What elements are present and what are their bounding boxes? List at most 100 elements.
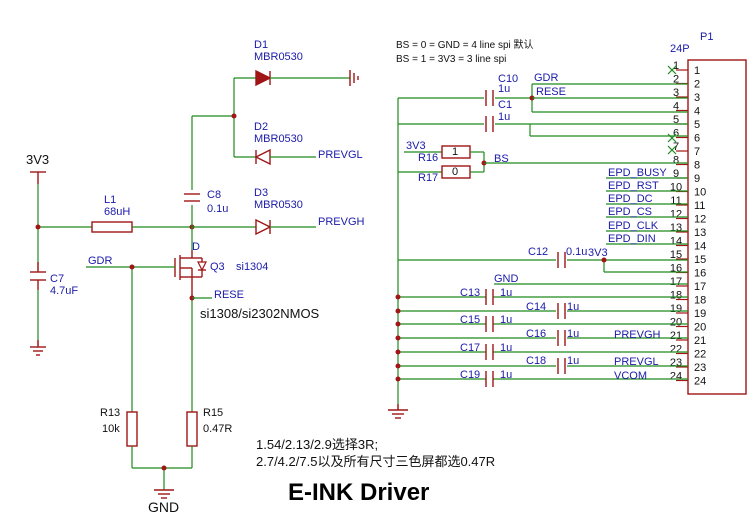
epd-cs-net-label: EPD_CS xyxy=(608,206,652,218)
d2-ref: D2 xyxy=(254,121,268,133)
diode-d3 xyxy=(255,218,272,236)
c10-value: 1u xyxy=(498,83,510,95)
connector-pin-number: 24 xyxy=(670,371,682,383)
bs-note-2: BS = 1 = 3V3 = 3 line spi xyxy=(396,54,506,65)
q3-alt-part: si1308/si2302NMOS xyxy=(200,306,320,321)
r15-ref: R15 xyxy=(203,407,223,419)
gdr-net-label-left: GDR xyxy=(88,255,113,267)
connector-pin-number: 10 xyxy=(670,182,682,194)
junction xyxy=(395,294,401,300)
q3-d-pin-label: D xyxy=(192,241,200,253)
c18-value: 1u xyxy=(567,355,579,367)
junction xyxy=(395,335,401,341)
l1-ref: L1 xyxy=(104,194,116,206)
c19-ref: C19 xyxy=(460,369,480,381)
gnd-net-label: GND xyxy=(494,273,519,285)
capacitor-c7 xyxy=(30,262,46,290)
p1-ref: P1 xyxy=(700,31,713,43)
resistor-r13 xyxy=(126,411,138,447)
c12-ref: C12 xyxy=(528,246,548,258)
connector-pin-label: 18 xyxy=(694,295,706,307)
connector-pin-label: 21 xyxy=(694,335,706,347)
prevgl-net-label-right: PREVGL xyxy=(614,356,659,368)
connector-pin-number: 14 xyxy=(670,236,682,248)
junction xyxy=(161,465,167,471)
r16-ref: R16 xyxy=(418,152,438,164)
epd-dc-net-label: EPD_DC xyxy=(608,193,653,205)
r13-value: 10k xyxy=(102,423,120,435)
gnd-symbol xyxy=(30,340,46,356)
l1-value: 68uH xyxy=(104,206,130,218)
connector-pin-label: 15 xyxy=(694,254,706,266)
c13-ref: C13 xyxy=(460,287,480,299)
right-capacitor-column xyxy=(395,303,688,374)
junction xyxy=(395,321,401,327)
no-connect-markers xyxy=(667,65,677,155)
c16-value: 1u xyxy=(567,328,579,340)
bs-net-label: BS xyxy=(494,153,509,165)
junction xyxy=(231,113,237,119)
c8-ref: C8 xyxy=(207,189,221,201)
connector-pin-label: 5 xyxy=(694,119,700,131)
connector-pin-label: 6 xyxy=(694,133,700,145)
p1-value: 24P xyxy=(670,43,690,55)
diagram-title: E-INK Driver xyxy=(288,479,429,506)
junction xyxy=(601,257,607,263)
connector-pin-label: 4 xyxy=(694,106,700,118)
d3-value: MBR0530 xyxy=(254,199,303,211)
connector-pin-label: 3 xyxy=(694,92,700,104)
c18-ref: C18 xyxy=(526,355,546,367)
c7-ref: C7 xyxy=(50,273,64,285)
connector-pin-label: 12 xyxy=(694,214,706,226)
connector-pin-number: 20 xyxy=(670,317,682,329)
c7-value: 4.7uF xyxy=(50,285,78,297)
connector-pin-number: 6 xyxy=(673,128,679,140)
r15-value: 0.47R xyxy=(203,423,232,435)
connector-pin-number: 18 xyxy=(670,290,682,302)
connector-pin-label: 24 xyxy=(694,376,706,388)
connector-pin-number: 4 xyxy=(673,101,679,113)
connector-pin-number: 23 xyxy=(670,357,682,369)
connector-pin-label: 9 xyxy=(694,173,700,185)
capacitor-c12 xyxy=(557,252,566,268)
epd-busy-net-label: EPD_BUSY xyxy=(608,167,667,179)
junction xyxy=(129,264,135,270)
epd-clk-net-label: EPD_CLK xyxy=(608,220,659,232)
epd-signal-wires xyxy=(606,177,688,245)
gnd-symbol-right xyxy=(388,404,408,419)
connector-pin-number: 11 xyxy=(670,195,681,207)
connector-pin-label: 7 xyxy=(694,146,700,158)
v33-net-label-c12: 3V3 xyxy=(588,247,608,259)
bs-note-1: BS = 0 = GND = 4 line spi 默认 xyxy=(396,38,534,51)
c1-ref: C1 xyxy=(498,99,512,111)
connector-pin-label: 13 xyxy=(694,227,706,239)
d1-value: MBR0530 xyxy=(254,51,303,63)
connector-pin-label: 16 xyxy=(694,268,706,280)
c10-ref: C10 xyxy=(498,73,518,85)
connector-pin-label: 17 xyxy=(694,281,706,293)
junction xyxy=(395,349,401,355)
connector-pin-label: 22 xyxy=(694,349,706,361)
gnd-symbol-bottom xyxy=(154,489,174,499)
prevgh-net-label-right: PREVGH xyxy=(614,329,661,341)
c12-value: 0.1u xyxy=(566,246,587,258)
vcom-net-label: VCOM xyxy=(614,370,647,382)
c15-ref: C15 xyxy=(460,314,480,326)
c1-value: 1u xyxy=(498,111,510,123)
d2-value: MBR0530 xyxy=(254,133,303,145)
junction xyxy=(395,308,401,314)
connector-pin-number: 16 xyxy=(670,263,682,275)
r13-ref: R13 xyxy=(100,407,120,419)
capacitor-c1 xyxy=(485,116,494,132)
epd-din-net-label: EPD_DIN xyxy=(608,233,656,245)
resistor-note-1: 1.54/2.13/2.9选择3R; xyxy=(256,437,378,452)
connector-pin-label: 1 xyxy=(694,65,700,77)
connector-pin-number: 21 xyxy=(670,330,682,342)
junction xyxy=(395,376,401,382)
junction xyxy=(395,363,401,369)
connector-pin-number: 22 xyxy=(670,344,682,356)
r16-value: 1 xyxy=(452,146,458,158)
connector-pin-number: 17 xyxy=(670,276,682,288)
